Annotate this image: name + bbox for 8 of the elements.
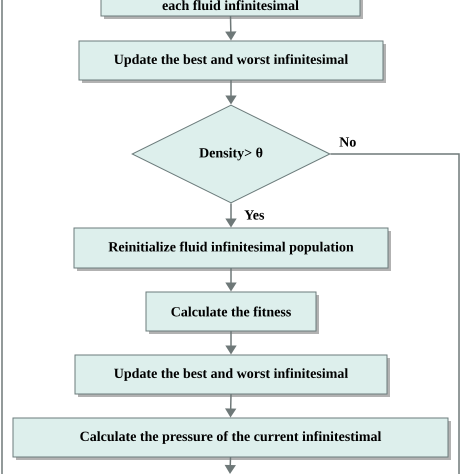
- process-box: each fluid infinitesimal: [100, 0, 363, 19]
- process-box: Calculate the pressure of the current infinitestimal: [12, 418, 451, 460]
- process-box: Reinitialize fluid infinitesimal population: [74, 228, 391, 271]
- process-box: Update the best and worst infinitesimal: [74, 354, 390, 397]
- process-box: Calculate the fitness: [146, 292, 319, 334]
- process-box: Update the best and worst infinitesimal: [78, 40, 386, 83]
- edge-label: No: [339, 137, 356, 147]
- edge-label: Yes: [244, 210, 264, 220]
